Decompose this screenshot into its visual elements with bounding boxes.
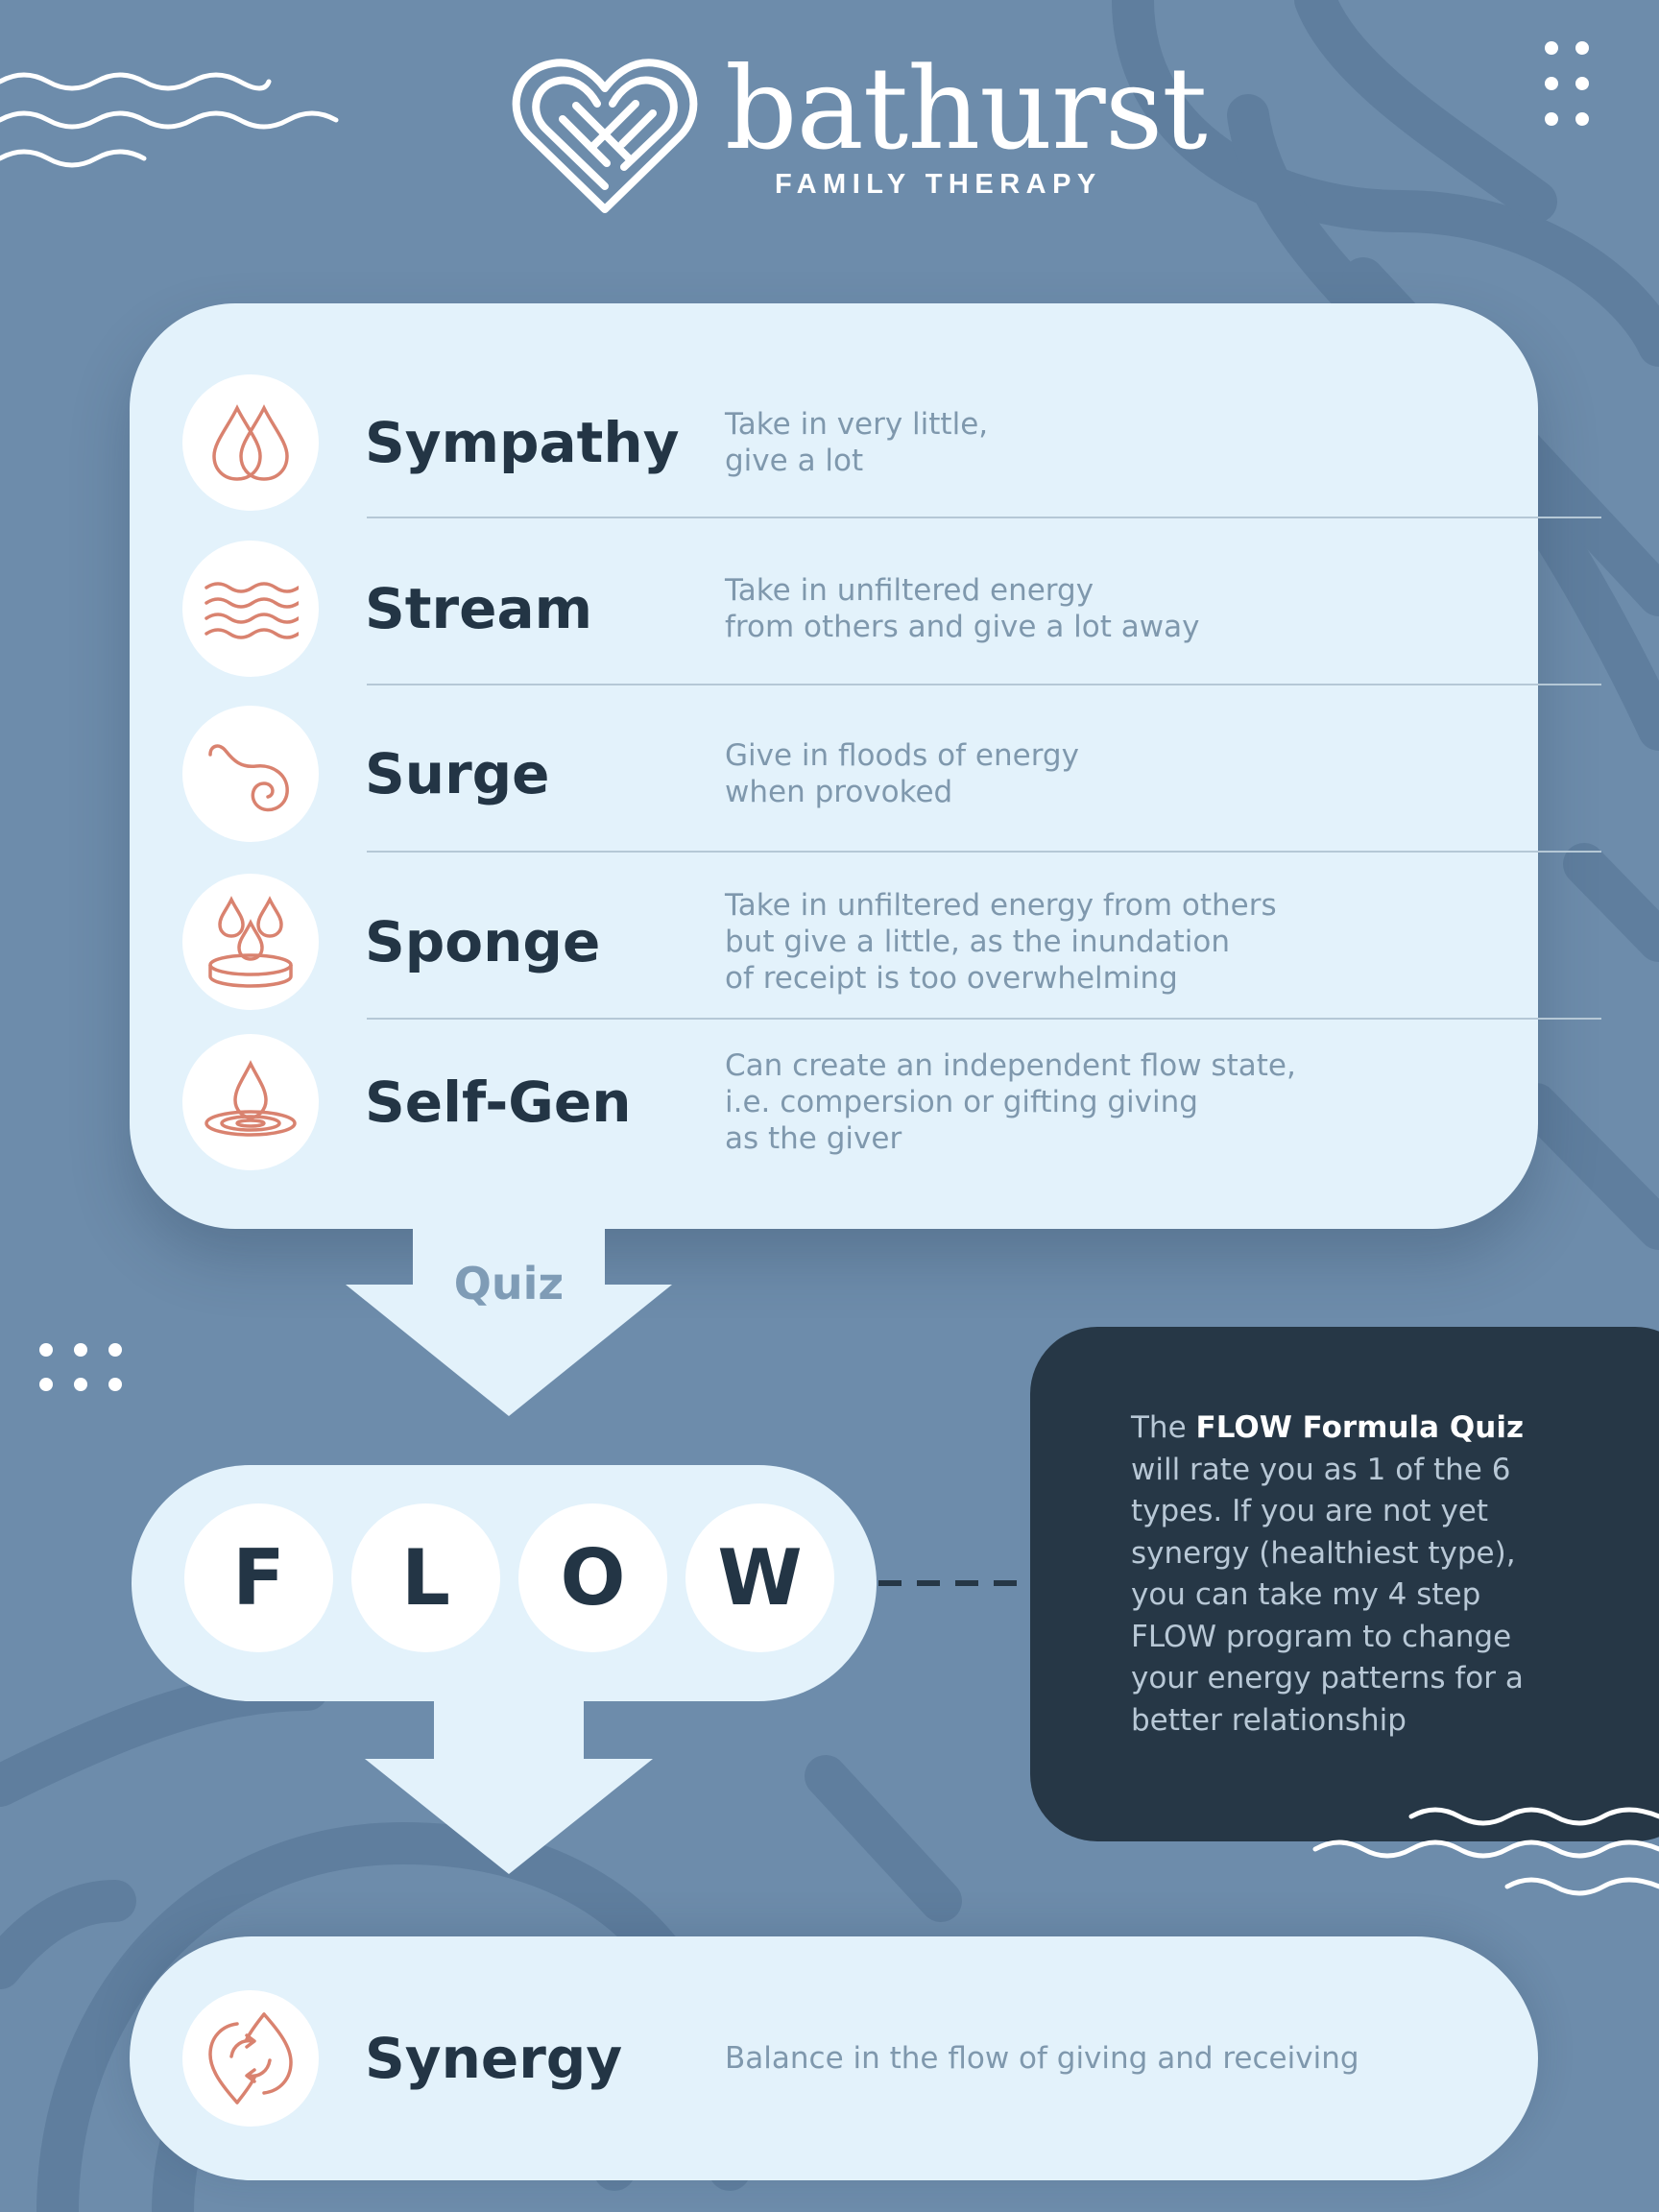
type-description: Take in unfiltered energy from others bu… <box>725 888 1277 996</box>
row-divider <box>367 1018 1601 1020</box>
type-description: Can create an independent flow state, i.… <box>725 1048 1296 1156</box>
synergy-title: Synergy <box>365 2026 623 2091</box>
flow-letter-w: W <box>685 1503 834 1652</box>
type-icon-circle <box>182 706 319 842</box>
flow-letter-l: L <box>351 1503 500 1652</box>
type-row-surge: Surge Give in floods of energy when prov… <box>130 697 1538 851</box>
spiral-icon <box>208 744 289 812</box>
info-rest: will rate you as 1 of the 6 types. If yo… <box>1131 1452 1524 1738</box>
wave-lines-decoration <box>0 72 339 168</box>
wave-lines-decoration <box>1312 1807 1659 1896</box>
type-title: Sponge <box>365 909 601 974</box>
type-icon-circle <box>182 874 319 1010</box>
info-bold: FLOW Formula Quiz <box>1195 1410 1524 1445</box>
row-divider <box>367 851 1601 853</box>
maze-heart-logo <box>512 59 698 213</box>
type-icon-circle <box>182 541 319 677</box>
flow-letter-o: O <box>518 1503 667 1652</box>
type-row-stream: Stream Take in unfiltered energy from ot… <box>130 532 1538 685</box>
flow-letters-pill: F L O W <box>132 1465 877 1701</box>
type-description: Take in unfiltered energy from others an… <box>725 573 1200 644</box>
type-row-self-gen: Self-Gen Can create an independent flow … <box>130 1025 1538 1179</box>
dots-decoration-left <box>39 1343 122 1391</box>
type-title: Sympathy <box>365 410 680 475</box>
info-lead: The <box>1131 1410 1196 1445</box>
two-drops-icon <box>212 404 289 481</box>
brand-name: bathurst <box>725 42 1208 175</box>
type-icon-circle <box>182 374 319 511</box>
type-title: Stream <box>365 576 593 641</box>
down-arrow-quiz <box>346 1229 672 1416</box>
type-icon-circle <box>182 1034 319 1170</box>
quiz-info-box <box>1030 1327 1659 1841</box>
type-row-sympathy: Sympathy Take in very little, give a lot <box>130 366 1538 519</box>
synergy-description: Balance in the flow of giving and receiv… <box>725 2041 1359 2076</box>
type-icon-circle <box>182 1990 319 2127</box>
type-row-sponge: Sponge Take in unfiltered energy from ot… <box>130 865 1538 1019</box>
type-description: Take in very little, give a lot <box>725 407 989 478</box>
quiz-label: Quiz <box>453 1258 565 1310</box>
type-title: Surge <box>365 741 550 806</box>
synergy-result-pill: Synergy Balance in the flow of giving an… <box>130 1936 1538 2180</box>
type-description: Give in floods of energy when provoked <box>725 738 1079 809</box>
type-title: Self-Gen <box>365 1070 632 1135</box>
brand-tagline: FAMILY THERAPY <box>775 169 1102 200</box>
sponge-drops-icon <box>208 896 293 988</box>
quiz-info-text: The FLOW Formula Quiz will rate you as 1… <box>1131 1407 1534 1742</box>
flow-letter-f: F <box>184 1503 333 1652</box>
row-divider <box>367 684 1601 685</box>
dashed-connector <box>878 1580 1017 1586</box>
waves-icon <box>204 582 299 639</box>
energy-types-card: Sympathy Take in very little, give a lot… <box>130 303 1601 1229</box>
down-arrow-synergy <box>365 1701 653 1874</box>
cycle-drop-icon <box>208 2012 293 2104</box>
drop-ripple-icon <box>204 1060 297 1137</box>
dots-decoration-top <box>1545 41 1589 126</box>
row-divider <box>367 517 1601 518</box>
